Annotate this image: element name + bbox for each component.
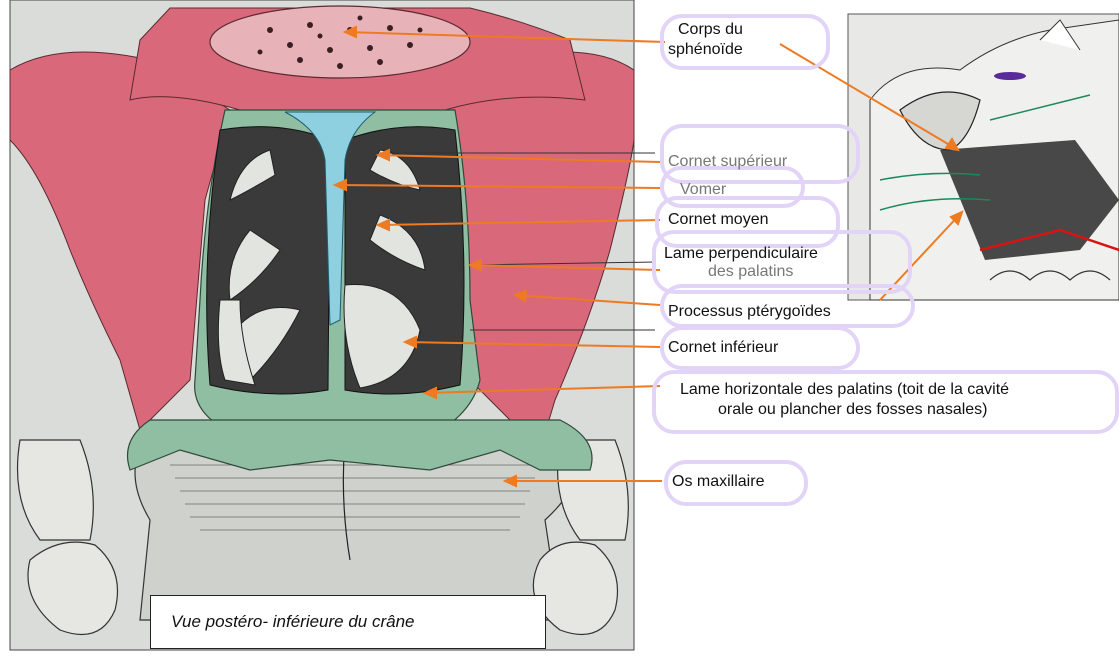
sphenoid-body: [209, 5, 471, 79]
arrow-cornet-inferieur: [404, 341, 661, 348]
arrow-cornet-moyen: [377, 219, 661, 226]
pill-cornet-inferieur: [660, 326, 860, 370]
label-cornet-moyen: Cornet moyen: [668, 211, 769, 228]
label-lame-horiz-line1: Lame horizontale des palatins (toit de l…: [680, 381, 1010, 398]
label-vomer: Vomer: [680, 181, 727, 198]
arrow-corps: [344, 31, 666, 43]
maxilla-region: [134, 429, 578, 621]
pill-cornet-moyen: [655, 196, 840, 248]
inset-figure: [847, 13, 1119, 301]
label-lame-perp-line2: des palatins: [708, 263, 794, 280]
label-corps-line2: sphénoïde: [668, 41, 743, 58]
molars: [16, 439, 629, 636]
arrows: [332, 25, 964, 488]
pill-lame-horiz: [652, 370, 1119, 434]
label-cornet-superieur: Cornet supérieur: [668, 153, 788, 170]
reference-lines: [380, 152, 656, 331]
caption-box: Vue postéro- inférieure du crâne: [150, 595, 546, 649]
arrow-vomer: [334, 184, 661, 189]
pill-vomer: [660, 166, 805, 208]
label-cornet-inferieur: Cornet inférieur: [668, 339, 779, 356]
arrow-lame-horiz: [424, 385, 661, 394]
caption-text: Vue postéro- inférieure du crâne: [171, 612, 415, 631]
arrow-cornet-superieur: [377, 154, 661, 163]
vomer-shape: [284, 111, 377, 326]
label-os-maxillaire: Os maxillaire: [672, 473, 765, 490]
arrow-lame-perp: [469, 264, 661, 271]
pill-os-maxillaire: [664, 460, 808, 506]
label-processus: Processus ptérygoïdes: [668, 303, 831, 320]
label-lame-horiz-line2: orale ou plancher des fosses nasales): [718, 401, 988, 418]
turbinate-shapes: [217, 149, 426, 389]
label-lame-perp-line1: Lame perpendiculaire: [664, 245, 818, 262]
pill-cornet-superieur: [660, 124, 860, 184]
label-corps-line1: Corps du: [678, 21, 743, 38]
pill-corps: [660, 14, 830, 70]
pill-lame-perp: [652, 230, 912, 294]
arrow-processus: [514, 294, 661, 306]
